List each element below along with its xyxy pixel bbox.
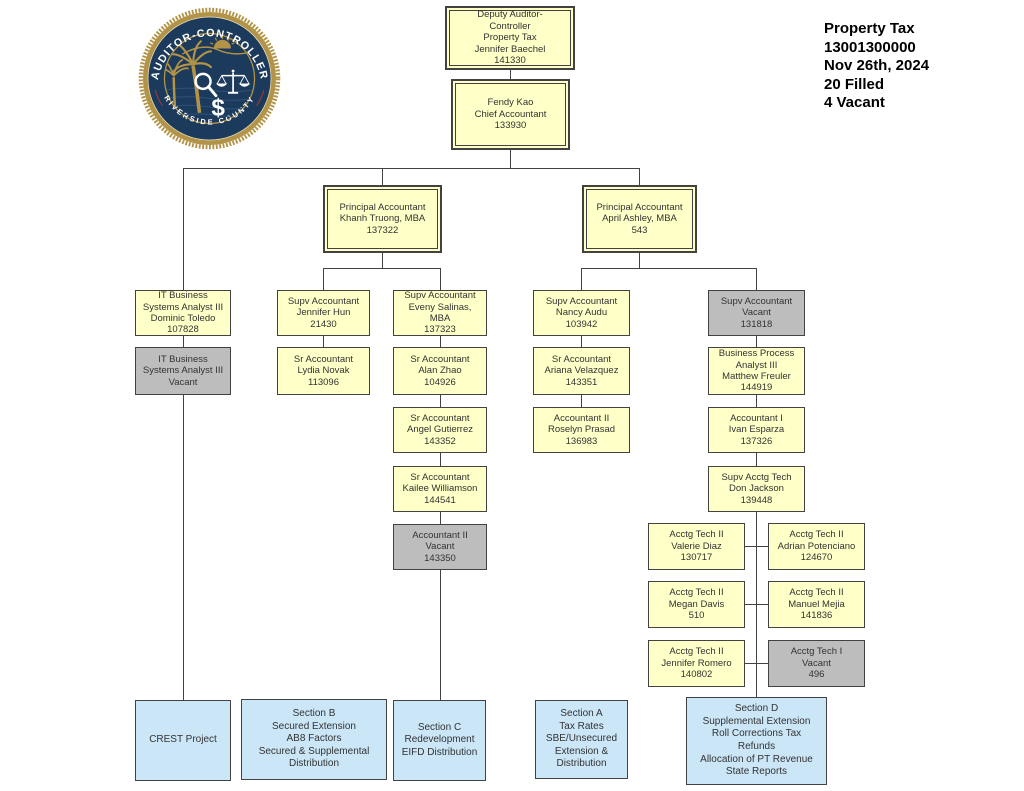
connector xyxy=(323,268,324,290)
seal-serrated-edge xyxy=(138,7,281,150)
connector xyxy=(510,70,511,79)
seal-red-accent-left xyxy=(154,89,163,106)
node-sr-accountant-lydia-novak: Sr Accountant Lydia Novak 113096 xyxy=(277,347,370,395)
seal-red-accent-right xyxy=(256,89,265,106)
node-acctg-tech-i-vacant: Acctg Tech I Vacant 496 xyxy=(768,640,865,687)
connector xyxy=(183,395,184,700)
dollar-sign-icon: $ xyxy=(211,95,225,122)
node-sr-accountant-kailee-williamson: Sr Accountant Kailee Williamson 144541 xyxy=(393,466,487,512)
connector xyxy=(183,168,640,169)
node-supv-accountant-eveny-salinas: Supv Accountant Eveny Salinas, MBA 13732… xyxy=(393,290,487,336)
connector xyxy=(639,253,640,268)
node-principal-accountant-khanh-truong: Principal Accountant Khanh Truong, MBA 1… xyxy=(323,185,442,253)
node-it-analyst-dominic-toledo: IT Business Systems Analyst III Dominic … xyxy=(135,290,231,336)
connector xyxy=(440,453,441,466)
magnifying-glass-icon xyxy=(194,72,218,98)
summary-department: Property Tax xyxy=(824,20,915,37)
node-supv-acctg-tech-don-jackson: Supv Acctg Tech Don Jackson 139448 xyxy=(708,466,805,512)
connector xyxy=(756,268,757,290)
mountain-horizon-icon xyxy=(181,46,254,55)
connector xyxy=(382,253,383,268)
node-deputy-auditor-controller: Deputy Auditor- Controller Property Tax … xyxy=(445,6,575,70)
node-principal-accountant-april-ashley: Principal Accountant April Ashley, MBA 5… xyxy=(582,185,697,253)
summary-org-code: 13001300000 xyxy=(824,38,916,56)
section-b: Section B Secured Extension AB8 Factors … xyxy=(241,699,387,780)
summary-vacant-count: 4 Vacant xyxy=(824,94,885,111)
summary-date: Nov 26th, 2024 xyxy=(824,57,930,74)
node-acctg-tech-valerie-diaz: Acctg Tech II Valerie Diaz 130717 xyxy=(648,523,745,570)
node-supv-accountant-nancy-audu: Supv Accountant Nancy Audu 103942 xyxy=(533,290,630,336)
report-summary: Property Tax 13001300000 Nov 26th, 2024 … xyxy=(824,20,929,113)
sun-icon xyxy=(209,35,235,49)
connector xyxy=(581,395,582,407)
node-acctg-tech-megan-davis: Acctg Tech II Megan Davis 510 xyxy=(648,581,745,628)
connector xyxy=(382,168,383,185)
connector xyxy=(440,570,441,700)
connector xyxy=(323,336,324,347)
connector xyxy=(581,336,582,347)
connector xyxy=(183,168,184,290)
connector xyxy=(745,663,768,664)
connector xyxy=(581,268,582,290)
connector xyxy=(440,336,441,347)
node-acctg-tech-jennifer-romero: Acctg Tech II Jennifer Romero 140802 xyxy=(648,640,745,687)
node-sr-accountant-ariana-velazquez: Sr Accountant Ariana Velazquez 143351 xyxy=(533,347,630,395)
node-it-analyst-vacant: IT Business Systems Analyst III Vacant xyxy=(135,347,231,395)
node-supv-accountant-jennifer-hun: Supv Accountant Jennifer Hun 21430 xyxy=(277,290,370,336)
node-acctg-tech-adrian-potenciano: Acctg Tech II Adrian Potenciano 124670 xyxy=(768,523,865,570)
summary-filled-count: 20 Filled xyxy=(824,75,885,93)
node-accountant-i-ivan-esparza: Accountant I Ivan Esparza 137326 xyxy=(708,407,805,453)
connector xyxy=(756,336,757,347)
connector xyxy=(510,150,511,168)
node-accountant-ii-vacant: Accountant II Vacant 143350 xyxy=(393,524,487,570)
connector xyxy=(581,268,757,269)
section-a: Section A Tax Rates SBE/Unsecured Extens… xyxy=(535,700,628,779)
connector xyxy=(440,395,441,407)
scales-of-justice-icon xyxy=(215,69,251,94)
node-supv-accountant-vacant: Supv Accountant Vacant 131818 xyxy=(708,290,805,336)
connector xyxy=(756,395,757,407)
connector xyxy=(440,512,441,524)
node-accountant-ii-roselyn-prasad: Accountant II Roselyn Prasad 136983 xyxy=(533,407,630,453)
section-crest-project: CREST Project xyxy=(135,700,231,781)
connector xyxy=(440,268,441,290)
node-sr-accountant-alan-zhao: Sr Accountant Alan Zhao 104926 xyxy=(393,347,487,395)
connector xyxy=(183,336,184,347)
node-chief-accountant-fendy-kao: Fendy Kao Chief Accountant 133930 xyxy=(451,79,570,150)
riverside-county-auditor-controller-seal: AUDITOR-CONTROLLER RIVERSIDE COUNTY xyxy=(138,7,281,150)
section-d: Section D Supplemental Extension Roll Co… xyxy=(686,697,827,785)
connector xyxy=(745,546,768,547)
node-business-process-analyst-matthew-freuler: Business Process Analyst III Matthew Fre… xyxy=(708,347,805,395)
connector xyxy=(639,168,640,185)
connector xyxy=(745,604,768,605)
section-c: Section C Redevelopment EIFD Distributio… xyxy=(393,700,486,781)
node-sr-accountant-angel-gutierrez: Sr Accountant Angel Gutierrez 143352 xyxy=(393,407,487,453)
connector xyxy=(756,453,757,466)
node-acctg-tech-manuel-mejia: Acctg Tech II Manuel Mejia 141836 xyxy=(768,581,865,628)
connector xyxy=(323,268,440,269)
